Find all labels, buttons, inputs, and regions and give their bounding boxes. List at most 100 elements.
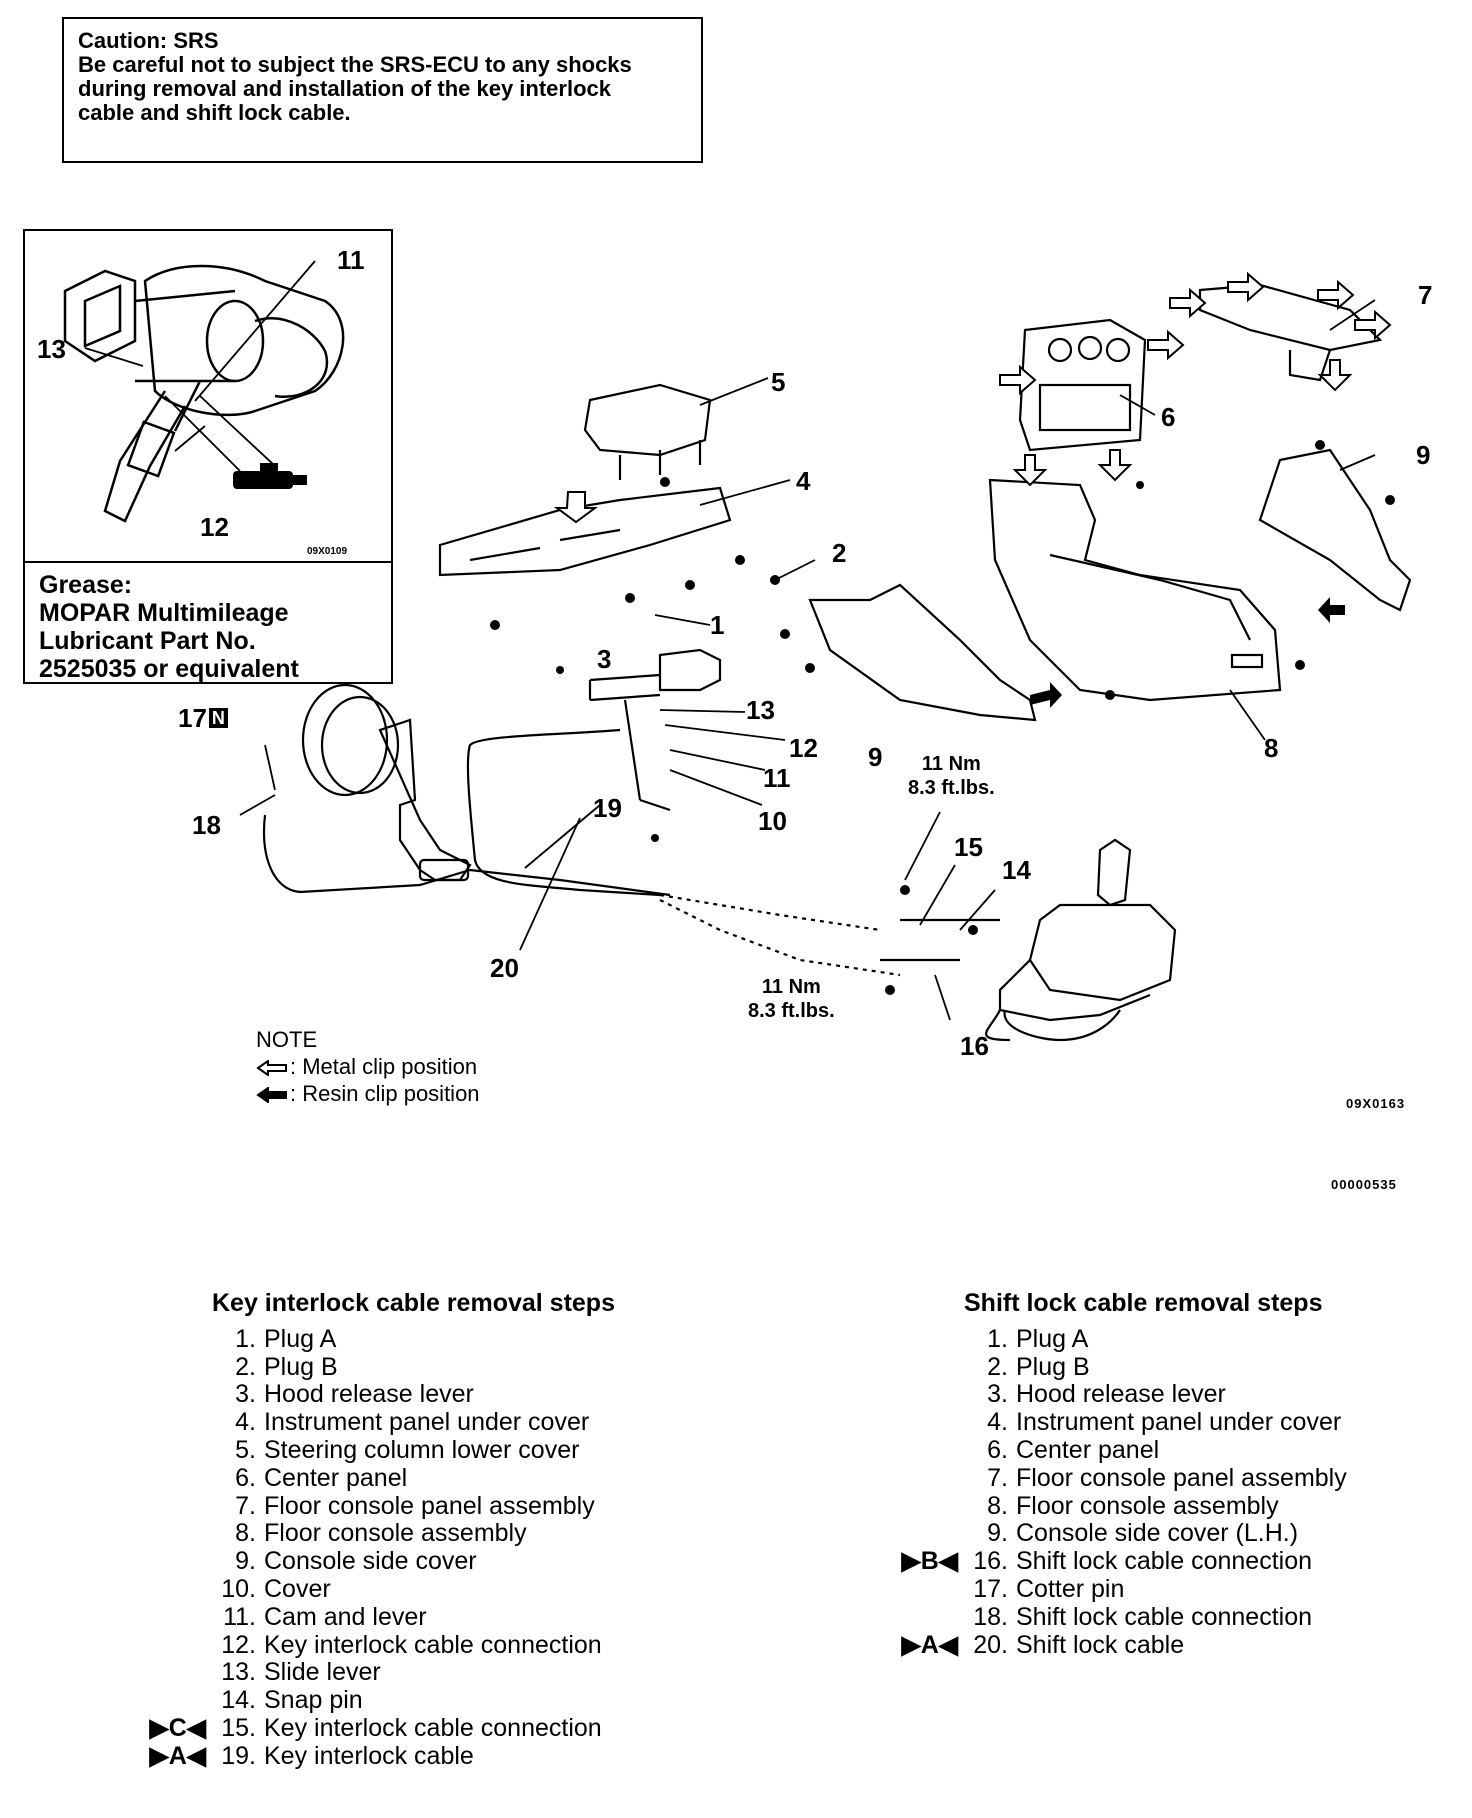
step-text: Cam and lever: [264, 1602, 427, 1631]
step-number: 6.: [987, 1435, 1008, 1464]
key-interlock-steps-title: Key interlock cable removal steps: [212, 1289, 615, 1317]
step-row: 1. Plug A: [212, 1324, 615, 1354]
step-number: 9.: [987, 1519, 1008, 1548]
step-text: Floor console panel assembly: [1016, 1463, 1347, 1492]
step-text: Slide lever: [264, 1658, 381, 1687]
figure-code: 09X0163: [1346, 1096, 1406, 1111]
step-number: 1.: [987, 1324, 1008, 1353]
step-text: Cotter pin: [1016, 1574, 1125, 1603]
step-number: 2.: [235, 1352, 256, 1381]
label-14: 14: [1002, 855, 1031, 885]
torque-top-ftlbs: 8.3 ft.lbs.: [908, 777, 995, 799]
step-text: Center panel: [1016, 1435, 1160, 1464]
step-row: ▶B◀16.Shift lock cable connection: [901, 1547, 1347, 1576]
caution-title: Caution: SRS: [78, 28, 219, 53]
step-row: 12.Key interlock cable connection: [212, 1630, 615, 1660]
step-number: 4.: [235, 1408, 256, 1437]
step-row: 1.Plug A: [964, 1324, 1347, 1354]
torque-top-nm: 11 Nm: [921, 753, 981, 775]
step-row: 10. Cover: [212, 1574, 615, 1604]
step-number: 14.: [221, 1686, 256, 1715]
key-interlock-steps: Key interlock cable removal steps 1. Plug…: [149, 1289, 615, 1771]
step-number: 1.: [235, 1324, 256, 1353]
note-metal-text: : Metal clip position: [290, 1054, 478, 1079]
inset-detail-box: 11 13 12 09X0109 Grease: MOPAR Multimile…: [23, 229, 393, 684]
label-16: 16: [960, 1031, 989, 1061]
note-resin-text: : Resin clip position: [290, 1081, 480, 1106]
label-8: 8: [1264, 733, 1279, 763]
filled-arrow-icon: [256, 1086, 287, 1104]
step-text: Cover: [264, 1574, 331, 1603]
step-number: 7.: [235, 1491, 256, 1520]
torque-bottom-nm: 11 Nm: [761, 976, 821, 998]
label-15: 15: [954, 832, 983, 862]
step-text: Steering column lower cover: [264, 1435, 580, 1464]
step-number: 15.: [221, 1713, 256, 1742]
step-number: 18.: [973, 1602, 1008, 1631]
step-text: Floor console assembly: [1016, 1491, 1279, 1520]
caution-line-3: cable and shift lock cable.: [78, 100, 351, 125]
label-13: 13: [746, 695, 775, 725]
page-code: 00000535: [1331, 1177, 1397, 1192]
step-number: 20.: [973, 1630, 1008, 1659]
label-10: 10: [758, 806, 787, 836]
step-text: Floor console panel assembly: [264, 1491, 595, 1520]
step-text: Key interlock cable: [264, 1741, 474, 1770]
note-legend: NOTE : Metal clip position : Resin clip …: [256, 1026, 480, 1107]
step-text: Console side cover (L.H.): [1016, 1519, 1299, 1548]
caution-box: Caution: SRS Be careful not to subject t…: [62, 17, 703, 163]
step-text: Center panel: [264, 1463, 408, 1492]
exploded-diagram: [239, 271, 1412, 1042]
step-row: 5. Steering column lower cover: [212, 1435, 615, 1465]
step-text: Plug A: [264, 1324, 337, 1353]
caution-line-2: during removal and installation of the k…: [78, 76, 611, 101]
part-6-center-panel: [1018, 318, 1147, 452]
step-row: 17.Cotter pin: [964, 1574, 1347, 1604]
key-interlock-cable: [466, 728, 661, 897]
step-number: 12.: [221, 1630, 256, 1659]
step-number: 6.: [235, 1463, 256, 1492]
step-text: Plug B: [1016, 1352, 1090, 1381]
step-row: 14.Snap pin: [212, 1686, 615, 1715]
step-text: Key interlock cable connection: [264, 1713, 602, 1742]
step-number: 7.: [987, 1463, 1008, 1492]
step-row: 3.Hood release lever: [212, 1380, 615, 1409]
step-row: 11.Cam and lever: [212, 1602, 615, 1632]
part-9-console-side-cover-lh: [808, 583, 1037, 722]
step-row: 6. Center panel: [964, 1435, 1347, 1465]
step-row: 6. Center panel: [212, 1463, 615, 1493]
label-19: 19: [593, 793, 622, 823]
part-5-steering-column-lower-cover: [583, 383, 712, 457]
step-number: 3.: [987, 1380, 1008, 1409]
step-text: Hood release lever: [1016, 1380, 1226, 1409]
inset-code: 09X0109: [307, 546, 347, 557]
step-text: Floor console assembly: [264, 1519, 527, 1548]
shift-lock-steps-title: Shift lock cable removal steps: [964, 1289, 1323, 1317]
step-number: 9.: [235, 1547, 256, 1576]
step-row: ▶A◀ 19. Key interlock cable: [149, 1741, 615, 1771]
step-number: 13.: [221, 1658, 256, 1687]
grease-line-2: MOPAR Multimileage: [39, 599, 289, 627]
step-mark: ▶A◀: [901, 1630, 958, 1659]
step-row: 13. Slide lever: [212, 1658, 615, 1687]
note-metal-row: : Metal clip position: [256, 1053, 480, 1080]
label-9-right: 9: [1416, 440, 1431, 470]
step-number: 5.: [235, 1435, 256, 1464]
label-11: 11: [763, 763, 791, 793]
label-9-left: 9: [868, 742, 883, 772]
step-mark: ▶A◀: [149, 1741, 206, 1770]
step-number: 19.: [221, 1741, 256, 1770]
note-title: NOTE: [256, 1027, 318, 1052]
part-7-floor-console-panel: [1198, 283, 1383, 352]
label-18: 18: [192, 810, 221, 840]
step-row: 8.Floor console assembly: [212, 1519, 615, 1548]
step-text: Shift lock cable connection: [1016, 1547, 1313, 1576]
hollow-arrow-icon: [256, 1059, 287, 1077]
step-number: 10.: [221, 1574, 256, 1603]
shift-lock-cable: [263, 814, 671, 897]
inset-label-13: 13: [37, 334, 66, 364]
step-row: ▶C◀15.Key interlock cable connection: [149, 1713, 615, 1743]
